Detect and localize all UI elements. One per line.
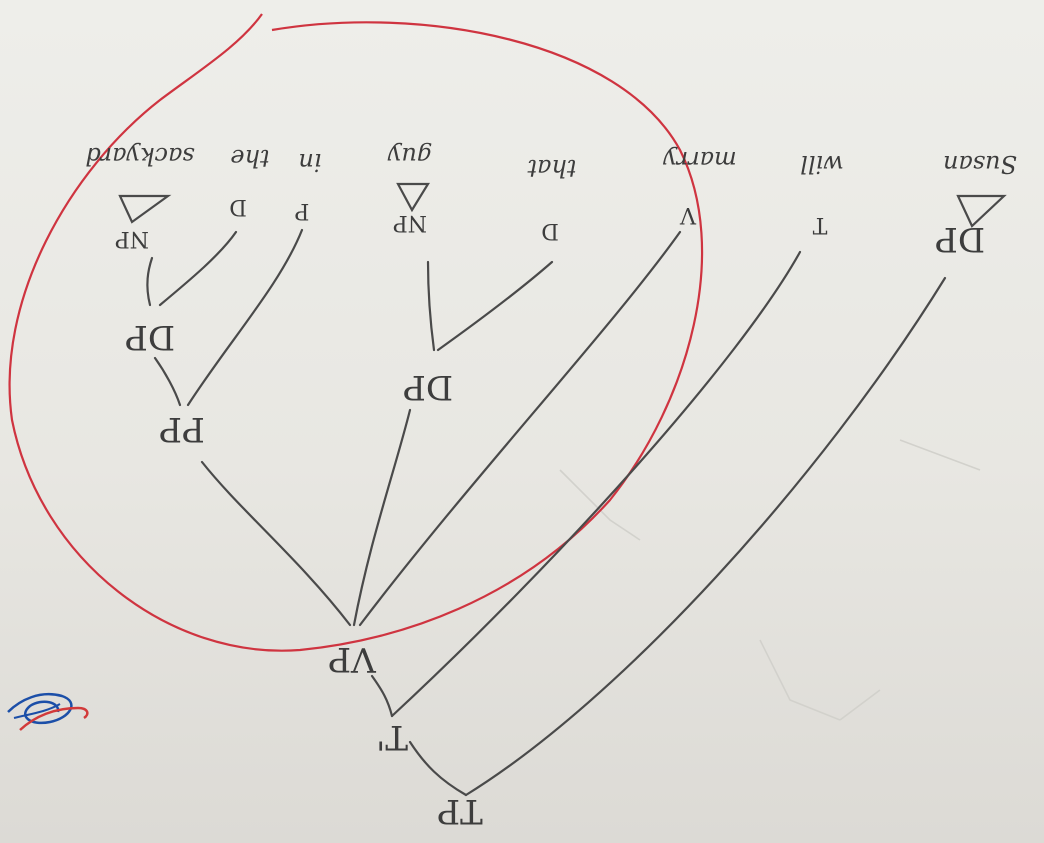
branch-dpobj-np [426,260,436,352]
branch-pp-p [186,228,304,407]
branch-dppp-d [158,230,238,307]
node-labels: TP T' VP PP DP DP DP NP NP T V [115,194,985,831]
word-prep: in [298,148,321,176]
branch-tbar-vp [370,674,394,718]
node-v-head: V [679,202,697,227]
node-np-in-pp: NP [115,226,149,251]
node-dp-subject: DP [935,219,985,259]
word-det-pp: the [230,144,269,172]
node-pp: PP [159,409,205,449]
node-d-in-pp: D [229,194,247,219]
word-aux: will [800,150,844,178]
vp-red-circle [8,13,704,652]
node-dp-object: DP [403,367,453,407]
branch-dppp-np [146,256,154,307]
ink-scribble [7,693,89,731]
ghost-branch [899,439,981,471]
node-dp-in-pp: DP [125,317,175,357]
node-np-object: NP [393,210,427,235]
word-verb: marry [663,146,737,174]
node-t-head: T [812,212,827,237]
bleed-through-marks [559,439,981,721]
node-tbar: T' [376,717,408,757]
dp-triangle-subj [956,194,1007,228]
ghost-branch [839,689,881,721]
node-vp: VP [328,639,376,679]
np-triangle-pp [118,194,172,224]
branch-pp-dp [153,356,182,407]
ghost-branch [559,469,641,541]
branch-vp-dp [352,408,412,627]
branch-tp-tbar [408,740,468,797]
branch-dpobj-d [436,260,554,352]
triangles [118,182,1007,228]
np-triangle-obj [396,182,430,213]
word-subject: Susan [943,150,1017,178]
word-noun-pp: sackyard [85,142,194,170]
branch-vp-v [358,230,682,627]
tree-branches [146,228,947,797]
ghost-branch [759,639,841,721]
word-det-object: that [527,154,576,182]
branch-tp-dp [464,276,947,797]
leaf-words: Susan will marry that guy in the sackyar… [85,142,1017,182]
node-d-object: D [541,218,559,243]
word-noun-object: guy [387,142,432,170]
branch-vp-pp [200,460,352,627]
node-tp: TP [437,791,483,831]
branch-tbar-t [390,250,802,718]
node-p-head: P [294,198,309,223]
